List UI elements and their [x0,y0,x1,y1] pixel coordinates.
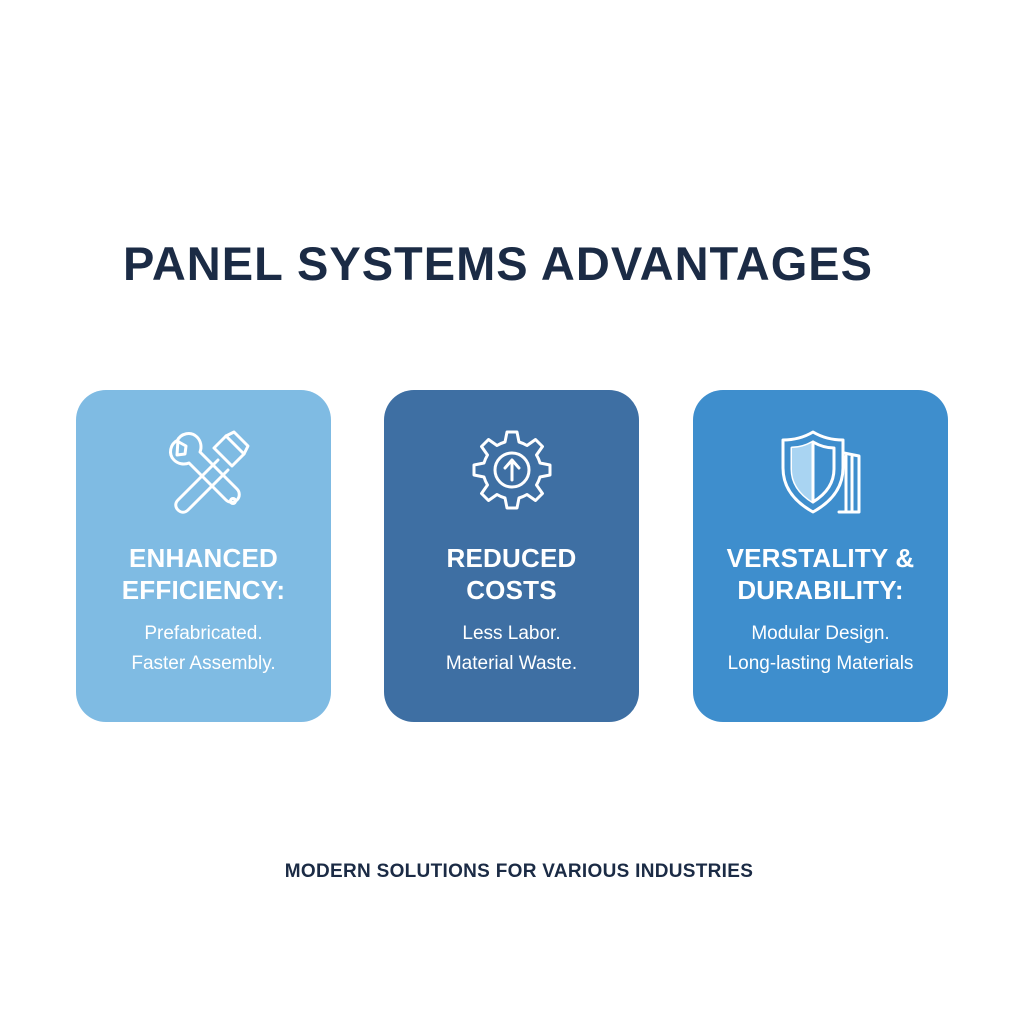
card-versatility-durability: VERSTALITY & DURABILITY: Modular Design.… [693,390,948,722]
card-heading: REDUCED COSTS [446,543,577,605]
card-description: Less Labor. Material Waste. [445,623,578,674]
gear-arrow-up-icon [464,426,560,522]
footer-tagline: MODERN SOLUTIONS FOR VARIOUS INDUSTRIES [284,861,754,882]
page-title: PANEL SYSTEMS ADVANTAGES [123,237,873,290]
card-description: Prefabricated. Faster Assembly. [131,623,276,674]
card-description: Modular Design. Long-lasting Materials [727,623,914,674]
tools-icon [156,426,252,522]
card-reduced-costs: REDUCED COSTS Less Labor. Material Waste… [384,390,639,722]
advantage-cards: ENHANCED EFFICIENCY: Prefabricated. Fast… [76,390,948,722]
card-heading: ENHANCED EFFICIENCY: [121,543,286,605]
shield-panels-icon [773,426,869,522]
card-heading: VERSTALITY & DURABILITY: [726,543,915,605]
card-enhanced-efficiency: ENHANCED EFFICIENCY: Prefabricated. Fast… [76,390,331,722]
